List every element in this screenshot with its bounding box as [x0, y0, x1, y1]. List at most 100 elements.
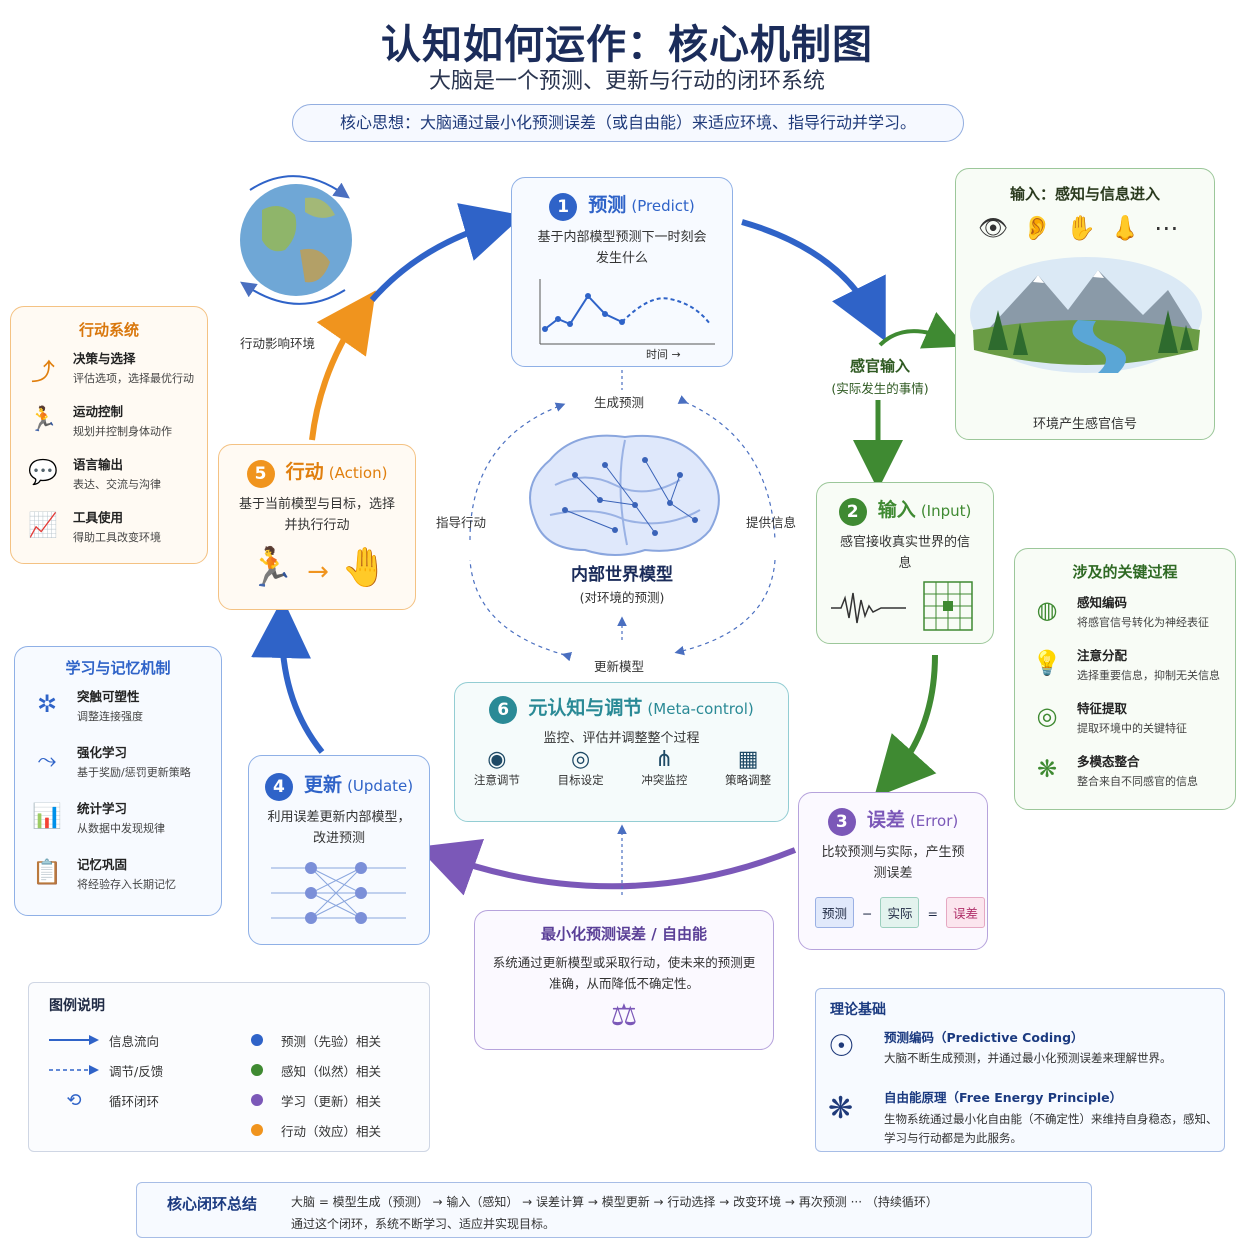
time-axis-label: 时间 → — [646, 348, 681, 361]
stage-desc: 利用误差更新内部模型，改进预测 — [267, 809, 411, 846]
label-provide-info: 提供信息 — [746, 515, 797, 530]
legend-label: 预测（先验）相关 — [281, 1033, 382, 1049]
decision-chart-icon: ⤴ — [31, 358, 55, 386]
list-item: 📋 记忆巩固将经验存入长期记忆 — [29, 854, 221, 910]
list-item-desc: 将感官信号转化为神经表征 — [1077, 616, 1209, 629]
list-item-desc: 整合来自不同感官的信息 — [1077, 775, 1198, 788]
list-item-title: 特征提取 — [1077, 701, 1128, 716]
list-item-desc: 评估选项，选择最优行动 — [73, 372, 194, 385]
world-model-subtitle: (对环境的预测) — [579, 590, 665, 605]
summary-bar: 核心闭环总结 大脑 = 模型生成（预测） → 输入（感知） → 误差计算 → 模… — [136, 1182, 1092, 1238]
stage-desc: 感官接收真实世界的信息 — [839, 534, 970, 571]
legend-label: 信息流向 — [109, 1033, 160, 1049]
theory-item-desc: 生物系统通过最小化自由能（不确定性）来维持自身稳态，感知、学习与行动都是为此服务… — [884, 1112, 1218, 1145]
legend-dot-orange: 行动（效应）相关 — [251, 1115, 421, 1145]
meta-item-conflict: ⋔ 冲突监控 — [641, 747, 687, 788]
list-item-title: 工具使用 — [73, 510, 124, 525]
input-panel-caption: 环境产生感官信号 — [1032, 417, 1137, 432]
list-item-desc: 规划并控制身体动作 — [73, 425, 172, 438]
stage-desc: 基于内部模型预测下一时刻会发生什么 — [537, 229, 707, 266]
clipboard-memory-icon: 📋 — [32, 858, 62, 886]
solid-arrow-icon — [49, 1035, 99, 1045]
summary-note: 通过这个闭环，系统不断学习、适应并实现目标。 — [291, 1217, 556, 1231]
list-item-desc: 基于奖励/惩罚更新策略 — [77, 766, 191, 779]
core-idea-pill: 核心思想：大脑通过最小化预测误差（或自由能）来适应环境、指导行动并学习。 — [292, 104, 964, 142]
eq-error: 误差 — [945, 897, 985, 928]
earth-globe — [240, 175, 352, 305]
meta-item-label: 注意调节 — [473, 773, 520, 787]
eq-predict: 预测 — [815, 897, 855, 928]
growth-chart-icon: 📈 — [28, 511, 58, 539]
meta-item-label: 策略调整 — [725, 773, 772, 787]
dashed-arc-br — [674, 559, 776, 656]
signal-wave-icon — [831, 592, 906, 624]
list-item-title: 运动控制 — [73, 404, 124, 419]
arrow-right-icon: → — [307, 557, 329, 587]
ear-icon: 👂 — [1022, 214, 1067, 242]
theory-panel: 理论基础 ☉ 预测编码（Predictive Coding） 大脑不断生成预测，… — [815, 988, 1225, 1152]
hand-icon: ✋ — [1066, 214, 1111, 242]
list-item: ◎特征提取提取环境中的关键特征 — [1029, 698, 1235, 751]
speech-bubble-icon: 💬 — [28, 458, 58, 486]
theory-item: ☉ 预测编码（Predictive Coding） 大脑不断生成预测，并通过最小… — [828, 1027, 1218, 1066]
input-panel: 输入：感知与信息进入 👁👂✋👃⋯ 环境产生感官信号 — [955, 168, 1215, 440]
label-generate-prediction: 生成预测 — [594, 395, 645, 410]
legend-dot-green: 感知（似然）相关 — [251, 1055, 421, 1085]
stage-en: (Predict) — [631, 197, 695, 215]
list-item: 🏃运动控制规划并控制身体动作 — [25, 401, 207, 454]
legend-title: 图例说明 — [49, 998, 105, 1014]
list-item-desc: 从数据中发现规律 — [77, 822, 165, 835]
stage-number: 2 — [838, 497, 867, 526]
arrow-error-to-update — [417, 838, 797, 896]
page-subtitle: 大脑是一个预测、更新与行动的闭环系统 — [428, 69, 825, 94]
list-item-desc: 提取环境中的关键特征 — [1077, 722, 1187, 735]
stage-update-card: 4 更新 (Update) 利用误差更新内部模型，改进预测 — [248, 755, 430, 945]
list-item-title: 强化学习 — [77, 745, 128, 760]
synapse-network-icon: ✲ — [36, 690, 58, 718]
list-item-title: 记忆巩固 — [77, 857, 128, 872]
key-process-title: 涉及的关键过程 — [1072, 563, 1178, 581]
head-brain-icon: ☉ — [828, 1029, 855, 1064]
list-item-desc: 将经验存入长期记忆 — [77, 878, 176, 891]
error-equation: 预测 − 实际 = 误差 — [815, 897, 985, 928]
theory-title: 理论基础 — [830, 1002, 886, 1018]
stage-number: 1 — [549, 192, 578, 221]
stage-en: (Update) — [347, 777, 414, 795]
stage-number: 3 — [827, 807, 856, 836]
theory-item: ❋ 自由能原理（Free Energy Principle） 生物系统通过最小化… — [828, 1087, 1218, 1148]
stage-predict-card: 1 预测 (Predict) 基于内部模型预测下一时刻会发生什么 时间 → — [511, 177, 733, 367]
theory-item-title: 预测编码（Predictive Coding） — [884, 1030, 1084, 1045]
learning-title: 学习与记忆机制 — [65, 659, 171, 677]
stage-title: 元认知与调节 — [528, 697, 643, 719]
attention-bulb-icon: 💡 — [1032, 649, 1062, 677]
arrow-input-to-error — [873, 654, 938, 798]
action-system-panel: 行动系统 ⤴决策与选择评估选项，选择最优行动🏃运动控制规划并控制身体动作💬语言输… — [10, 306, 208, 564]
cycle-icon: ⟲ — [66, 1089, 82, 1111]
legend-dot-purple: 学习（更新）相关 — [251, 1085, 421, 1115]
stage-en: (Action) — [328, 464, 388, 482]
perception-head-icon: ◍ — [1036, 596, 1058, 624]
stage-desc: 比较预测与实际，产生预测误差 — [821, 844, 965, 881]
action-affects-environment-label: 行动影响环境 — [240, 336, 316, 351]
reinforcement-graph-icon: ⤳ — [37, 746, 57, 774]
nose-icon: 👃 — [1110, 214, 1155, 242]
stage-input-card: 2 输入 (Input) 感官接收真实世界的信息 — [816, 482, 994, 644]
sensory-title: 感官输入 — [849, 357, 910, 375]
arrow-update-to-action — [251, 598, 325, 754]
network-hub-icon: ❋ — [828, 1091, 854, 1126]
list-item: 💬 语言输出表达、交流与沟律 — [25, 454, 207, 507]
stage-number: 5 — [246, 459, 275, 488]
legend-line-dashed: 调节/反馈 — [49, 1055, 249, 1085]
legend-line-solid: 信息流向 — [49, 1025, 249, 1055]
running-person-icon: 🏃 — [247, 545, 295, 589]
stage-error-card: 3 误差 (Error) 比较预测与实际，产生预测误差 预测 − 实际 = 误差 — [798, 792, 988, 950]
list-item: ◍感知编码将感官信号转化为神经表征 — [1029, 592, 1235, 645]
list-item-title: 决策与选择 — [73, 351, 136, 366]
list-item: ⤴ 决策与选择评估选项，选择最优行动 — [25, 348, 207, 401]
list-item-desc: 表达、交流与沟律 — [73, 478, 161, 491]
list-item-title: 突触可塑性 — [77, 689, 140, 704]
page-title: 认知如何运作：核心机制图 — [381, 22, 873, 68]
list-item-title: 语言输出 — [73, 457, 124, 472]
brain-icon — [529, 434, 720, 556]
